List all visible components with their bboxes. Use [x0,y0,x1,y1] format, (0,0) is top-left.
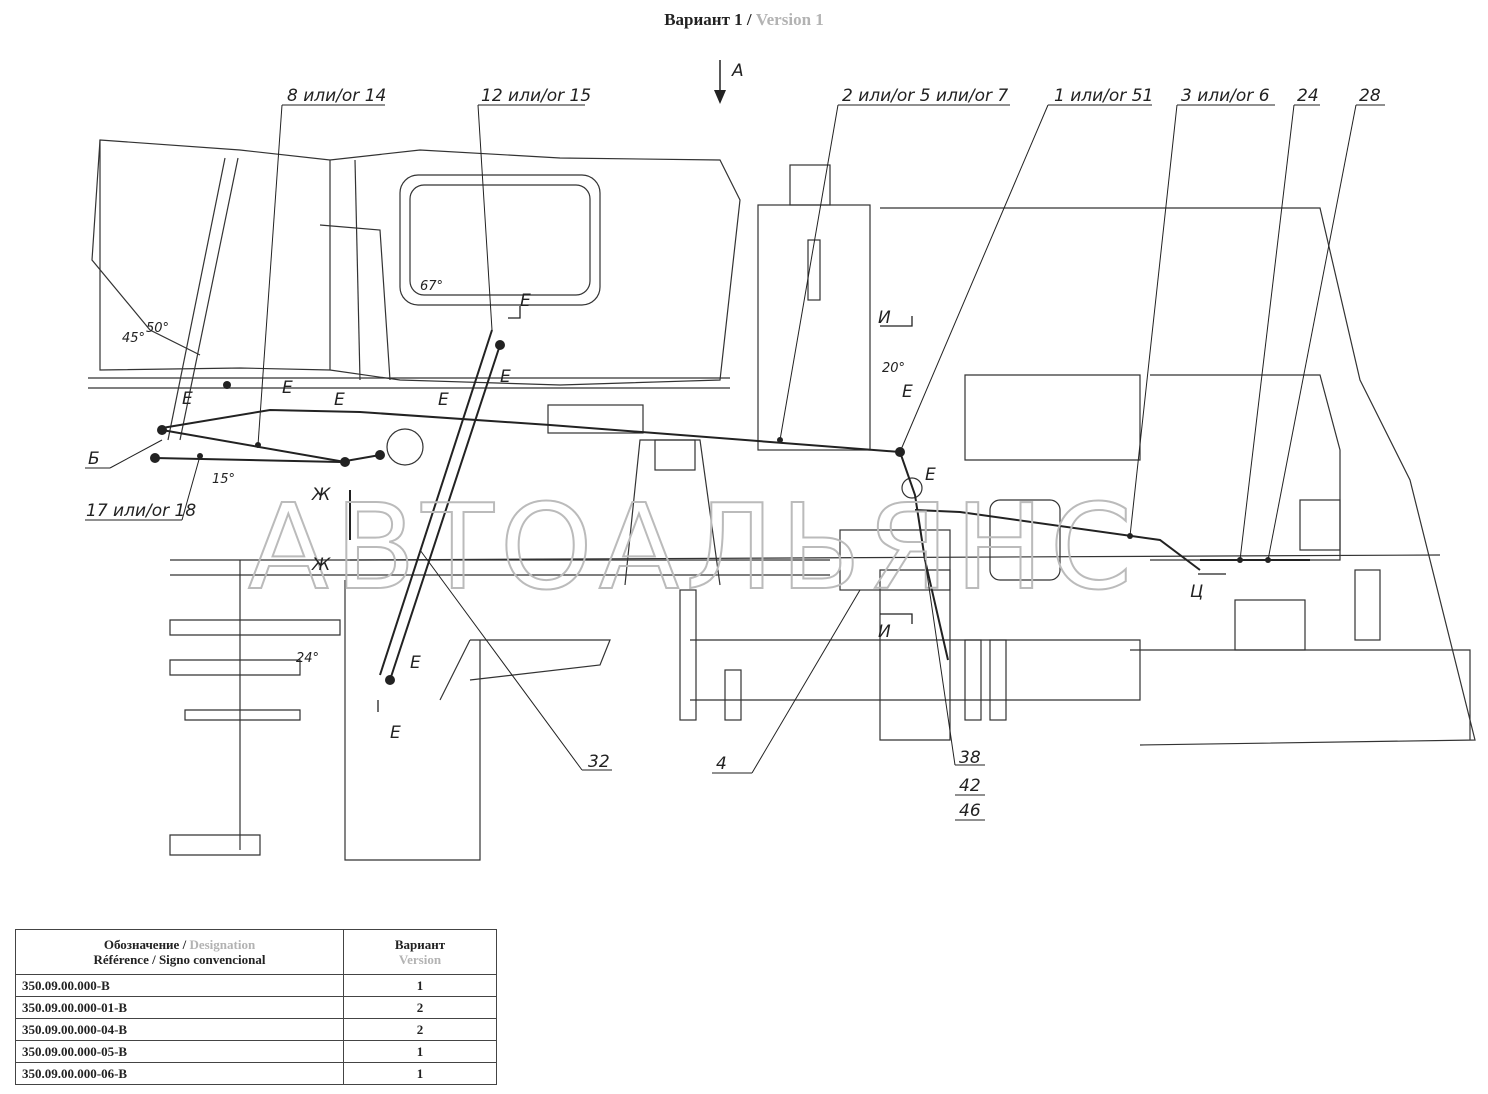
section-e: Е [438,390,449,410]
designation-cell: 350.09.00.000-04-В [15,1018,344,1041]
angle-15: 15° [212,472,235,487]
callout-1-or-51: 1 или/or 51 [1054,86,1153,106]
variant-cell: 1 [343,1062,497,1085]
section-e: Е [520,291,531,311]
section-e: Е [282,378,293,398]
angle-45: 45° [122,331,145,346]
header-variant-en: Version [398,952,442,967]
angle-24: 24° [296,651,319,666]
callout-3-or-6: 3 или/or 6 [1181,86,1270,106]
callout-4: 4 [716,754,727,774]
title-english: Version 1 [755,10,824,29]
table-row: 350.09.00.000-В 1 [15,974,497,997]
section-i: И [878,622,891,642]
designation-cell: 350.09.00.000-06-В [15,1062,344,1085]
header-designation: Обозначение / Designation Référence / Si… [15,929,344,975]
callout-8-or-14: 8 или/or 14 [287,86,386,106]
designation-cell: 350.09.00.000-В [15,974,344,997]
callout-24: 24 [1297,86,1319,106]
designation-table: Обозначение / Designation Référence / Si… [15,929,497,1085]
header-designation-ru: Обозначение / [103,937,187,952]
header-variant-ru: Вариант [394,937,446,952]
variant-cell: 1 [343,1040,497,1063]
angle-67: 67° [420,279,443,294]
section-e: Е [902,382,913,402]
title-main: Вариант 1 / [664,10,752,29]
callout-2-5-7: 2 или/or 5 или/or 7 [842,86,1008,106]
variant-cell: 1 [343,974,497,997]
callout-17-or-18: 17 или/or 18 [86,501,196,521]
angle-50: 50° [146,321,169,336]
callout-38: 38 [959,748,981,768]
view-label-a: А [731,61,744,81]
variant-cell: 2 [343,1018,497,1041]
table-row: 350.09.00.000-06-В 1 [15,1062,497,1085]
callout-32: 32 [588,752,610,772]
angle-annotations: 45° 50° 67° 15° 20° 24° [122,279,905,666]
table-row: 350.09.00.000-05-В 1 [15,1040,497,1063]
section-e: Е [334,390,345,410]
section-zh: Ж [311,485,331,505]
table-header-row: Обозначение / Designation Référence / Si… [15,929,497,975]
callout-42: 42 [959,776,981,796]
section-marks: Е Е Е Е Е Е Е Е Е Е Ж Ж И И Ц [182,291,1203,743]
variant-cell: 2 [343,996,497,1019]
section-e: Е [410,653,421,673]
section-ts: Ц [1190,582,1203,602]
control-linkage [154,329,1310,681]
header-variant: Вариант Version [343,929,497,975]
section-e: Е [925,465,936,485]
section-arrows [377,306,1226,712]
header-designation-en: Designation [189,937,256,952]
section-e: Е [390,723,401,743]
callout-b: Б [88,449,100,469]
section-zh: Ж [311,555,331,575]
section-e: Е [500,367,511,387]
watermark: АВТОАЛЬЯНС [248,478,1138,616]
header-designation-fr: Référence / Signo convencional [93,952,266,967]
table-row: 350.09.00.000-01-В 2 [15,996,497,1019]
angle-20: 20° [882,361,905,376]
view-arrow-a: А [714,60,744,104]
table-row: 350.09.00.000-04-В 2 [15,1018,497,1041]
drawing-title: Вариант 1 / Version 1 [0,10,1488,30]
callout-28: 28 [1359,86,1381,106]
callout-46: 46 [959,801,981,821]
section-i: И [878,308,891,328]
designation-cell: 350.09.00.000-05-В [15,1040,344,1063]
leader-lines [85,104,1385,821]
designation-cell: 350.09.00.000-01-В [15,996,344,1019]
callout-12-or-15: 12 или/or 15 [481,86,591,106]
section-e: Е [182,389,193,409]
